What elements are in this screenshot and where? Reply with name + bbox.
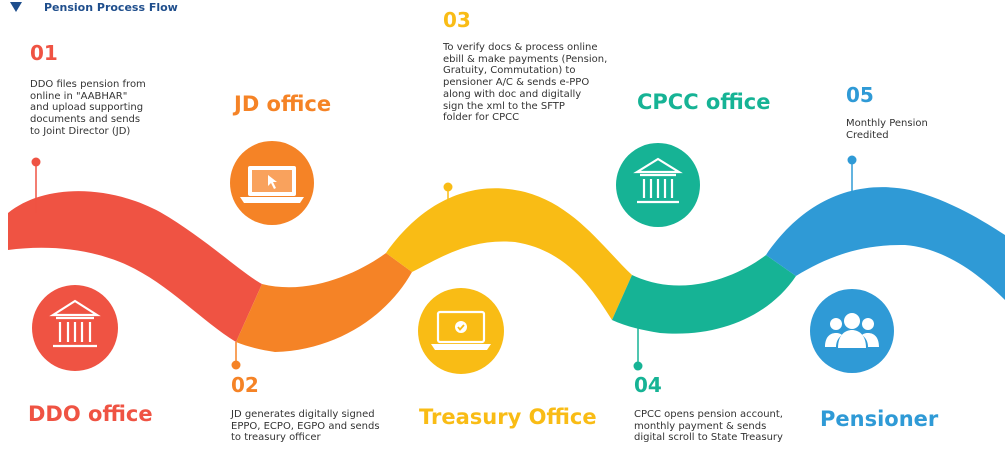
pin-marker-05: [847, 155, 857, 193]
ribbon-segment-01: [8, 191, 262, 342]
ddo-office-circle: [32, 285, 118, 371]
pin-marker-02: [231, 342, 241, 370]
bank-icon: [49, 299, 101, 348]
step-number-01: 01: [30, 41, 58, 65]
laptop-check-icon: [431, 310, 491, 350]
ribbon-segment-03: [386, 188, 632, 320]
people-icon: [825, 313, 879, 348]
step-number-04: 04: [634, 373, 662, 397]
ribbon-segment-02: [236, 253, 412, 352]
step-description-05: Monthly Pension Credited: [846, 118, 928, 141]
ribbon-segment-04: [612, 255, 796, 334]
bank-icon: [633, 157, 683, 204]
diagram-title: Pension Process Flow: [44, 0, 178, 14]
step-description-04: CPCC opens pension account, monthly paym…: [634, 409, 783, 444]
laptop-cursor-icon: [240, 166, 304, 203]
step-description-02: JD generates digitally signed EPPO, ECPO…: [231, 409, 380, 444]
office-label-treasury: Treasury Office: [419, 405, 597, 429]
pin-marker-03: [443, 182, 453, 210]
step-description-01: DDO files pension from online in "AABHAR…: [30, 79, 146, 137]
office-label-jd: JD office: [234, 92, 332, 116]
treasury-office-circle: [418, 288, 504, 374]
cpcc-office-circle: [616, 143, 700, 227]
diagram-header: Pension Process Flow: [8, 0, 178, 20]
pensioner-circle: [810, 289, 894, 373]
office-label-ddo: DDO office: [28, 402, 153, 426]
step-number-03: 03: [443, 8, 471, 32]
pin-marker-04: [633, 325, 643, 371]
step-number-02: 02: [231, 373, 259, 397]
jd-office-circle: [230, 141, 314, 225]
pin-marker-01: [31, 157, 41, 213]
ribbon-segment-05: [766, 187, 1005, 300]
office-label-pensioner: Pensioner: [820, 407, 939, 431]
triangle-down-icon: [10, 2, 22, 12]
office-label-cpcc: CPCC office: [637, 90, 771, 114]
step-number-05: 05: [846, 83, 874, 107]
step-description-03: To verify docs & process online ebill & …: [443, 42, 608, 124]
